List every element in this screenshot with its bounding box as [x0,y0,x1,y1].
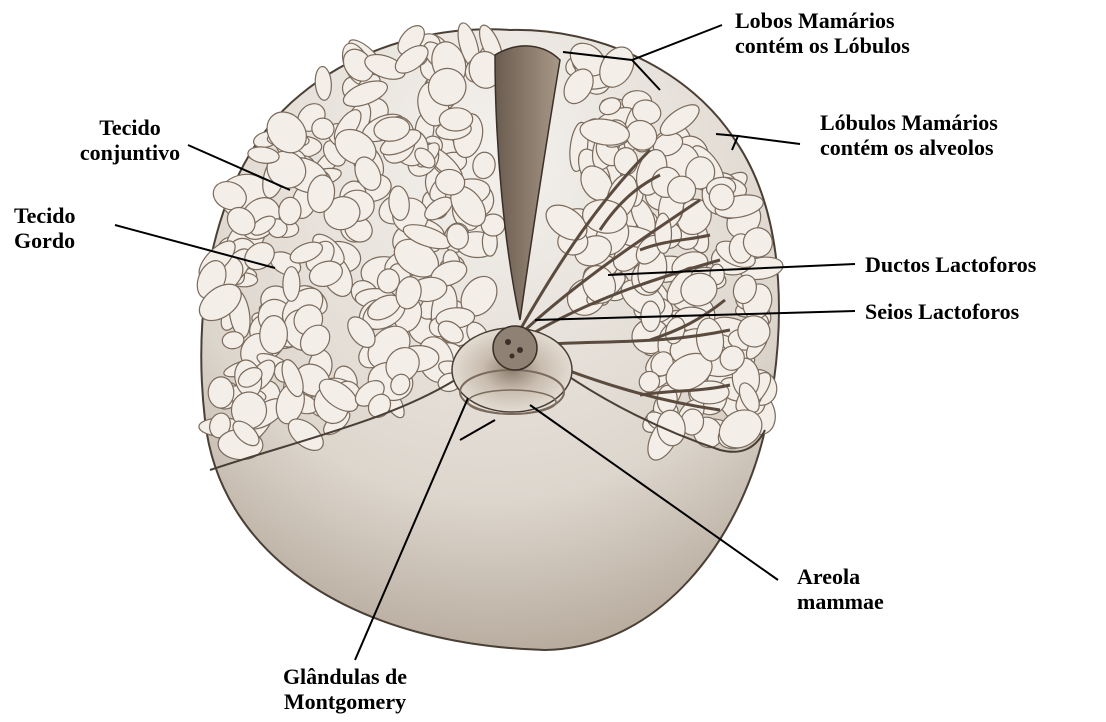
label-lobulos-line1: Lóbulos Mamários [820,110,998,135]
label-lobos-line2: contém os Lóbulos [735,33,910,58]
label-tecido-gordo-line1: Tecido [14,203,76,228]
label-glandulas-montgomery: Glândulas de Montgomery [260,664,430,714]
fat-lobule [259,315,288,354]
fat-lobule [208,377,234,408]
label-lobos-mamarios: Lobos Mamários contém os Lóbulos [735,8,910,58]
fat-lobule [283,267,300,302]
label-tecido-conjuntivo: Tecido conjuntivo [70,115,190,165]
label-areola-line1: Areola [797,564,884,589]
label-lobulos-line2: contém os alveolos [820,135,998,160]
leader-lobos-to-label [632,25,722,60]
mammary-lobule [668,176,696,203]
leader-lobulos-to-label [738,136,800,144]
label-tecido-conjuntivo-line2: conjuntivo [70,140,190,165]
label-lobos-line1: Lobos Mamários [735,8,910,33]
label-seios-lactoforos: Seios Lactoforos [865,299,1019,324]
nipple-pore [505,339,511,345]
label-tecido-conjuntivo-line1: Tecido [70,115,190,140]
label-seios-text: Seios Lactoforos [865,299,1019,324]
label-ductos-text: Ductos Lactoforos [865,252,1036,277]
fat-lobule [439,107,473,131]
nipple-pore [510,354,515,359]
label-glandulas-line1: Glândulas de [260,664,430,689]
mammary-lobule [614,148,637,175]
label-tecido-gordo-line2: Gordo [14,228,76,253]
label-ductos-lactoforos: Ductos Lactoforos [865,252,1036,277]
label-tecido-gordo: Tecido Gordo [14,203,76,253]
label-lobulos-mamarios: Lóbulos Mamários contém os alveolos [820,110,998,160]
nipple-pore [517,347,523,353]
label-areola-line2: mammae [797,589,884,614]
nipple-shape [493,326,537,370]
label-areola-mammae: Areola mammae [797,564,884,614]
label-glandulas-line2: Montgomery [260,689,430,714]
